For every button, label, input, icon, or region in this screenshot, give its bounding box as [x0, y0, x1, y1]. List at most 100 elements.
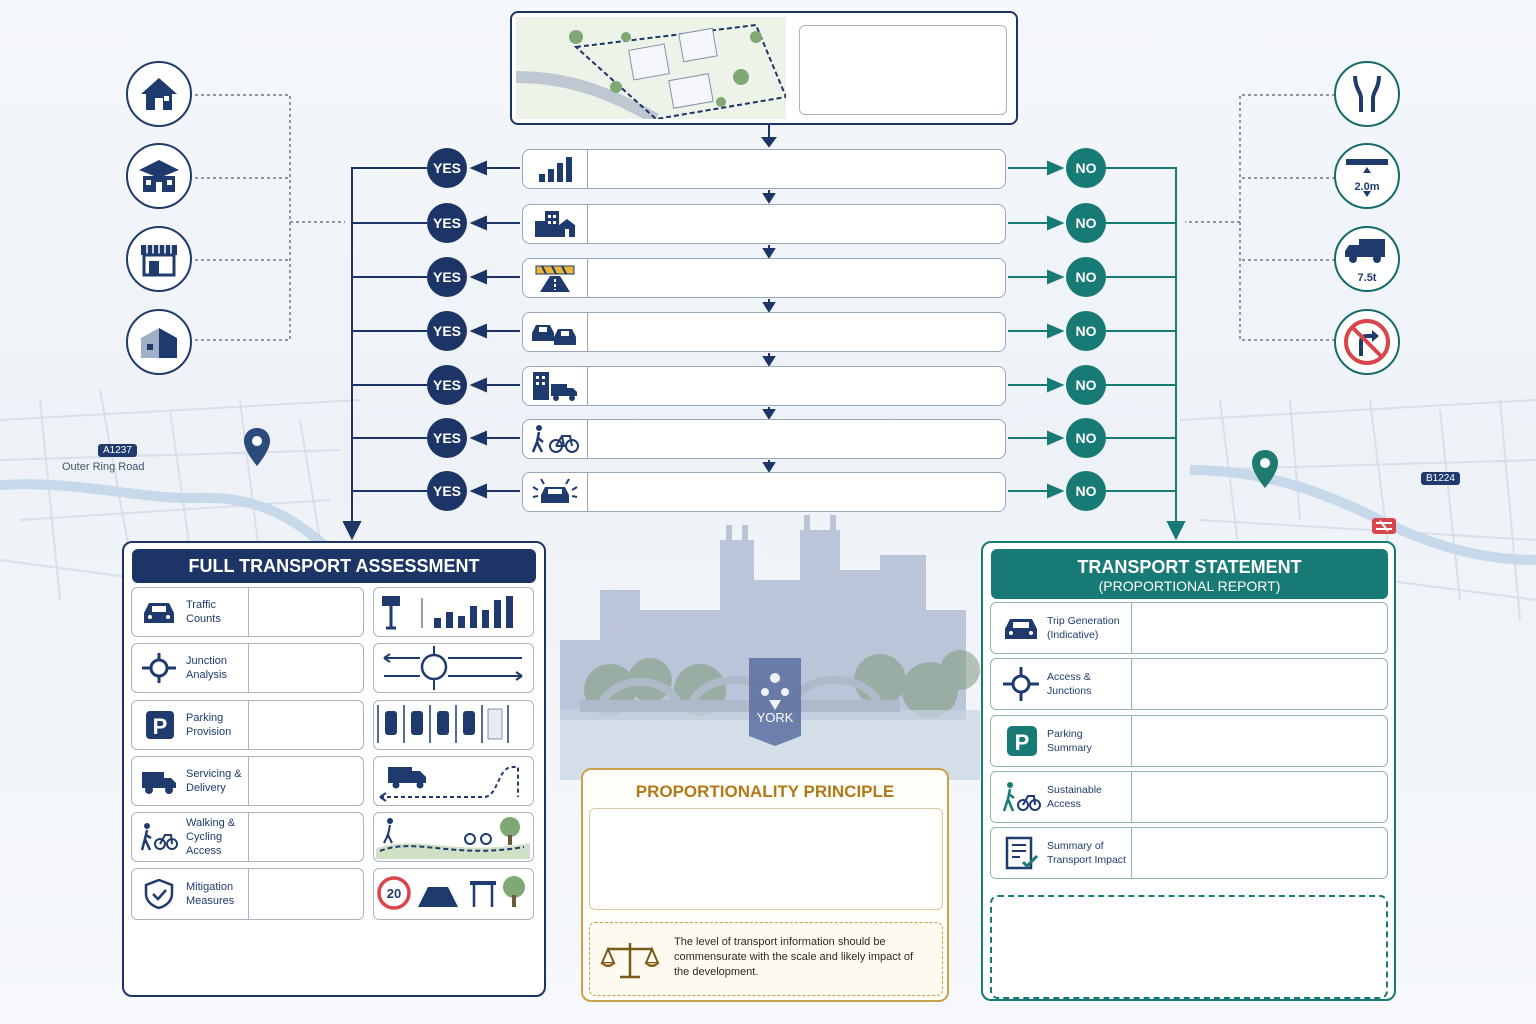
criteria-row-1 — [522, 149, 1006, 189]
no-badge: NO — [1066, 257, 1106, 297]
parking-icon: P — [1007, 726, 1037, 756]
fta-row-parking-provision: P Parking Provision — [131, 700, 364, 750]
ts-item-label: Sustainable Access — [1047, 784, 1102, 810]
ts-row-summary-impact: Summary of Transport Impact — [990, 827, 1388, 879]
criteria-icon-cell — [523, 473, 588, 511]
servicing-delivery-visual — [373, 756, 534, 806]
statement-subtitle: (PROPORTIONAL REPORT) — [1098, 578, 1281, 594]
weight-limit-label: 7.5t — [1357, 272, 1377, 284]
no-badge: NO — [1066, 418, 1106, 458]
ts-item-label: Summary of Transport Impact — [1047, 840, 1126, 866]
narrow-road-constraint — [1334, 61, 1400, 127]
criteria-row-6 — [522, 419, 1006, 459]
criteria-row-2 — [522, 204, 1006, 244]
no-right-turn-icon — [1344, 319, 1390, 365]
criteria-row-3 — [522, 258, 1006, 298]
map-pin-icon — [244, 428, 270, 466]
statement-notes-box — [990, 895, 1388, 999]
ts-row-trip-generation: Trip Generation (Indicative) — [990, 602, 1388, 654]
site-plan-illustration — [516, 17, 786, 119]
shop-icon — [141, 245, 177, 277]
road-badge-b1224: B1224 — [1421, 472, 1460, 485]
fta-row-traffic-counts: Traffic Counts — [131, 587, 364, 637]
principle-content-box — [589, 808, 943, 910]
fta-row-walking-cycling: Walking & Cycling Access — [131, 812, 364, 862]
parking-provision-visual — [373, 700, 534, 750]
road-name-label: Outer Ring Road — [62, 461, 145, 473]
fta-item-label: Traffic Counts — [186, 599, 221, 625]
car-alert-icon — [532, 478, 578, 503]
yes-badge: YES — [427, 418, 467, 458]
fta-item-label: Servicing & Delivery — [186, 768, 242, 794]
york-label: YORK — [756, 710, 794, 725]
fta-item-label: Walking & Cycling Access — [186, 817, 236, 857]
ts-row-sustainable-access: Sustainable Access — [990, 771, 1388, 823]
ts-row-access-junctions: Access & Junctions — [990, 658, 1388, 710]
svg-text:P: P — [153, 714, 168, 739]
full-assessment-title: FULL TRANSPORT ASSESSMENT — [132, 549, 536, 583]
criteria-icon-cell — [523, 259, 588, 297]
parking-icon: P — [146, 711, 174, 739]
fta-item-label: Junction Analysis — [186, 655, 227, 681]
traffic-counter-chart-icon — [382, 596, 513, 630]
yes-badge: YES — [427, 311, 467, 351]
scales-of-justice-icon — [600, 943, 660, 979]
criteria-icon-cell — [523, 313, 588, 351]
criteria-row-4 — [522, 312, 1006, 352]
principle-text: The level of transport information shoul… — [674, 936, 914, 978]
walking-cycling-visual — [373, 812, 534, 862]
no-badge: NO — [1066, 148, 1106, 188]
height-limit-label: 2.0m — [1354, 181, 1380, 193]
york-shield-icon — [749, 658, 801, 746]
car-icon — [1005, 619, 1037, 639]
no-badge: NO — [1066, 311, 1106, 351]
statement-title: TRANSPORT STATEMENT — [1077, 557, 1302, 577]
yes-badge: YES — [427, 257, 467, 297]
ts-item-label: Access & Junctions — [1047, 671, 1092, 697]
checklist-icon — [1005, 836, 1039, 870]
greenway-path-icon — [376, 817, 530, 859]
fta-item-label: Parking Provision — [186, 712, 232, 738]
statement-header: TRANSPORT STATEMENT (PROPORTIONAL REPORT… — [991, 549, 1388, 599]
road-barrier-icon — [535, 265, 575, 292]
building-truck-icon — [533, 372, 577, 401]
delivery-route-icon — [379, 766, 519, 802]
criteria-icon-cell — [523, 150, 588, 188]
no-badge: NO — [1066, 203, 1106, 243]
education-category — [126, 143, 192, 209]
turn-restriction-constraint — [1334, 309, 1400, 375]
traffic-counts-visual — [373, 587, 534, 637]
map-pin-icon — [1252, 450, 1278, 488]
mitigation-icons — [377, 876, 525, 910]
ts-row-parking-summary: P Parking Summary — [990, 715, 1388, 767]
fta-item-label: Mitigation Measures — [186, 881, 235, 907]
walk-cycle-icon — [531, 425, 579, 453]
criteria-icon-cell — [523, 205, 588, 243]
retail-category — [126, 226, 192, 292]
svg-text:P: P — [1015, 730, 1030, 755]
no-badge: NO — [1066, 365, 1106, 405]
development-site-box — [510, 11, 1018, 125]
york-crest: YORK — [747, 656, 803, 746]
junction-icon — [1003, 667, 1039, 701]
fta-row-junction-analysis: Junction Analysis — [131, 643, 364, 693]
school-icon — [139, 160, 179, 192]
ts-item-label: Parking Summary — [1047, 728, 1092, 754]
proportionality-principle-panel: PROPORTIONALITY PRINCIPLE The level of t… — [581, 768, 949, 1002]
principle-statement-box: The level of transport information shoul… — [589, 922, 943, 996]
bar-chart-icon — [539, 157, 572, 182]
warehouse-icon — [141, 328, 177, 358]
no-badge: NO — [1066, 471, 1106, 511]
mitigation-measures-visual: 20 — [373, 868, 534, 920]
weight-limit-constraint: 7.5t — [1334, 226, 1400, 292]
junction-icon — [142, 653, 176, 683]
road-badge-a1237: A1237 — [98, 444, 137, 457]
parking-bays-icon — [377, 705, 509, 743]
criteria-icon-cell — [523, 420, 588, 458]
buildings-icon — [535, 211, 575, 237]
height-limit-icon — [1346, 159, 1388, 197]
fta-row-servicing-delivery: Servicing & Delivery — [131, 756, 364, 806]
site-description-field — [799, 25, 1007, 115]
yes-badge: YES — [427, 148, 467, 188]
